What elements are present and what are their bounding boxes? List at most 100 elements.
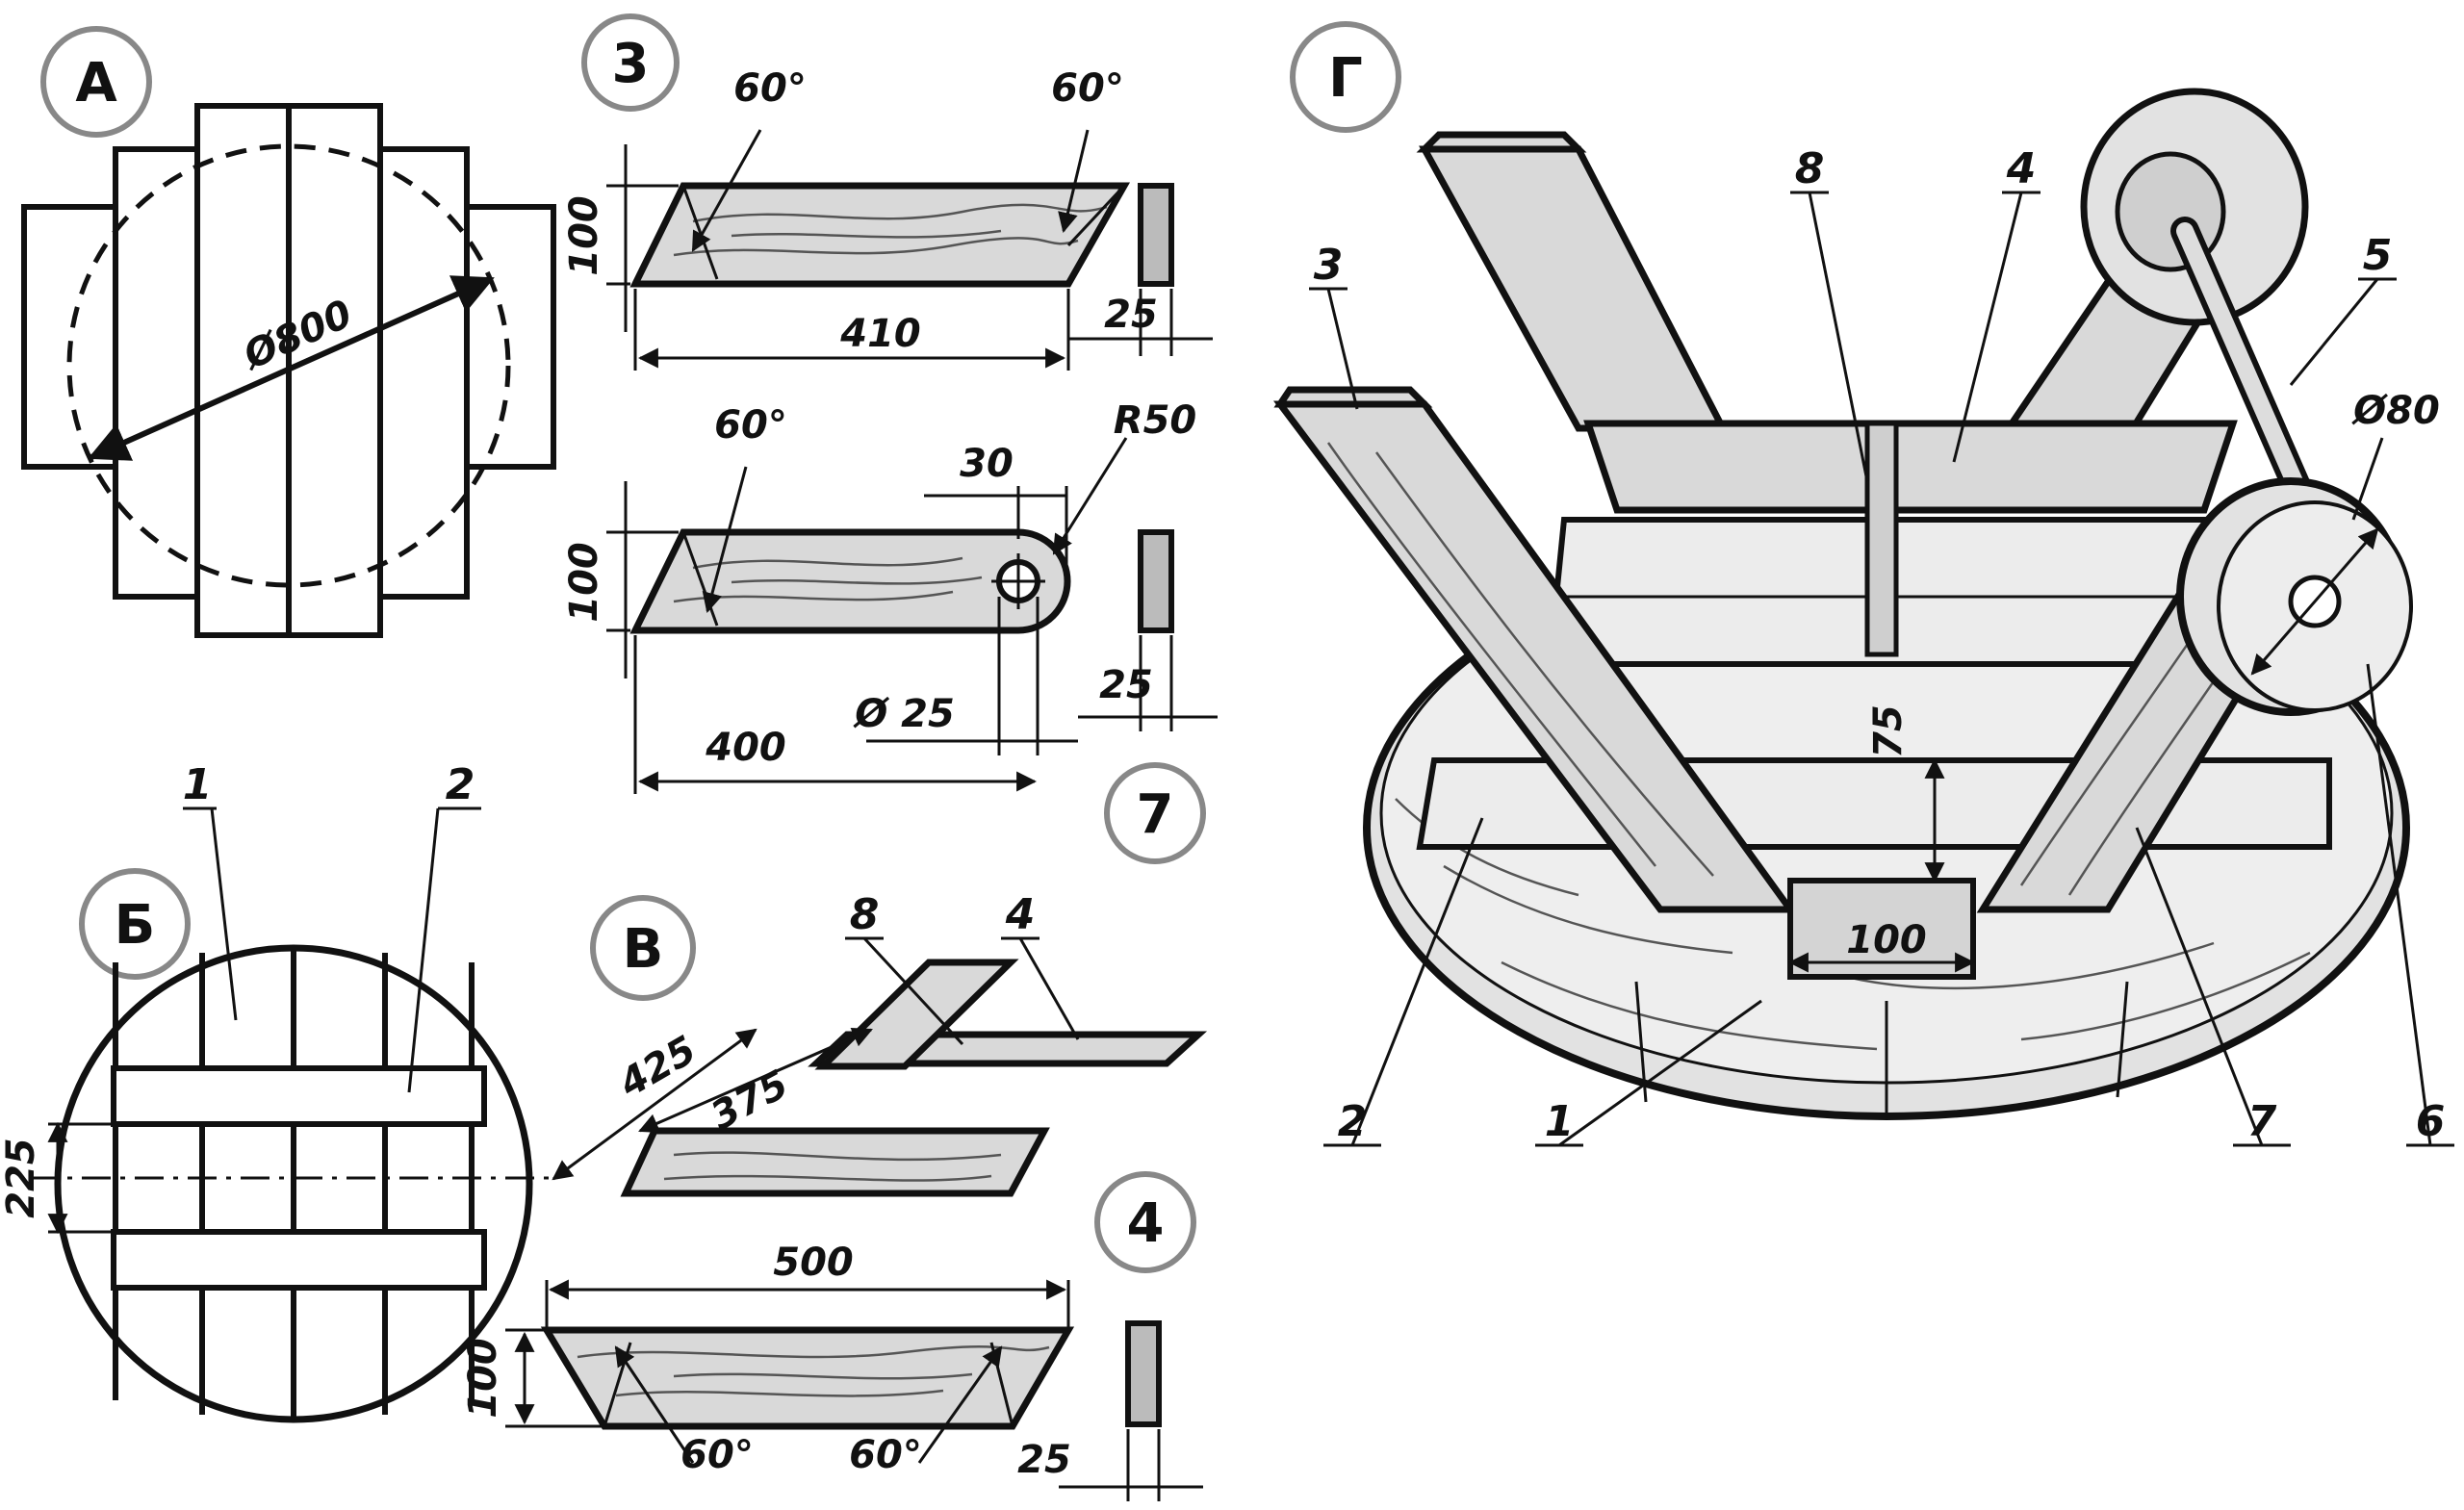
- view-g-wheel-diameter: Ø80: [2351, 389, 2440, 433]
- part-3-number-circle: [581, 13, 680, 112]
- part-4-angle-left-leader: [614, 1345, 695, 1464]
- board-a-4: [286, 103, 383, 638]
- board-a-1: [21, 204, 118, 470]
- view-v-len-375-line: [638, 1027, 873, 1134]
- part-7-radius: R50: [1114, 398, 1196, 443]
- view-g-perspective: Г Ø80: [1272, 21, 2454, 1147]
- view-v-len-375: 375: [704, 1062, 795, 1139]
- view-b-leader-1: [210, 807, 238, 1021]
- view-g-callout-8: 8: [1795, 144, 1825, 193]
- board-a-6: [464, 204, 556, 470]
- view-v-len-425: 425: [611, 1028, 704, 1107]
- view-b-underside: Б 225 1 2: [0, 760, 549, 1423]
- board-a-2: [113, 146, 200, 600]
- part-7-board: [629, 528, 1071, 634]
- view-v-bottom-batten: [620, 1127, 1050, 1197]
- part-4-drawing: 4 500 100 60° 60° 25: [461, 1171, 1203, 1501]
- view-g-width: 100: [1846, 918, 1927, 962]
- part-3-thickness: 25: [1104, 293, 1158, 337]
- board-a-3: [194, 103, 292, 638]
- diameter-dimension-line: [88, 275, 495, 461]
- view-g-wheel-diameter-line: [2250, 527, 2379, 676]
- part-7-offset: 30: [960, 442, 1014, 486]
- view-b-batten-bottom: [111, 1229, 487, 1291]
- view-b-letter: Б: [115, 894, 156, 957]
- part-7-hole-diameter: Ø 25: [853, 692, 955, 736]
- view-g-leader-2: [1350, 817, 1484, 1146]
- part-4-length: 500: [773, 1241, 854, 1285]
- part-7-length: 400: [705, 726, 786, 770]
- view-g-board-seam-3: [2116, 981, 2129, 1098]
- part-4-board: [540, 1326, 1075, 1430]
- view-g-leader-8: [1808, 192, 1869, 482]
- tabletop-outline-circle: [66, 143, 511, 588]
- part-7-number: 7: [1137, 783, 1174, 846]
- part-4-angle-right-leader: [917, 1345, 1003, 1464]
- view-g-leader-7: [2135, 827, 2264, 1146]
- board-a-5: [377, 146, 470, 600]
- part-4-grain: [577, 1344, 1050, 1397]
- part-3-angle-right: 60°: [1051, 66, 1124, 111]
- part-4-section: [1125, 1320, 1162, 1427]
- part-3-section: [1138, 183, 1174, 287]
- view-g-wheel-diameter-leader: [2351, 437, 2384, 521]
- view-b-batten-top: [111, 1065, 487, 1127]
- view-g-rear-leg-left: [1419, 145, 1729, 432]
- part-4-number-circle: [1094, 1171, 1196, 1273]
- view-g-leader-5: [2289, 278, 2379, 386]
- part-7-angle: 60°: [714, 403, 787, 448]
- part-7-angle-leader: [702, 466, 748, 614]
- view-g-tabletop-grain: [1395, 798, 2311, 1051]
- view-g-leader-6: [2366, 663, 2432, 1146]
- part-4-thickness: 25: [1017, 1438, 1071, 1482]
- view-g-leader-1: [1558, 999, 1762, 1147]
- view-g-callout-5: 5: [2363, 231, 2393, 280]
- view-g-leader-3: [1326, 288, 1359, 410]
- view-g-leader-4: [1952, 192, 2023, 463]
- view-b-leader-2: [407, 807, 440, 1093]
- view-v-cross-assembly: В 425 375 8 4: [552, 890, 1208, 1197]
- view-g-rear-leg-left-top: [1416, 131, 1587, 153]
- part-7-drawing: 60° 30 R50 100 Ø 25 400 25 7: [562, 398, 1218, 864]
- view-v-callout-4: 4: [1005, 890, 1036, 939]
- view-a-letter-circle: [40, 26, 152, 138]
- part-4-height: 100: [461, 1338, 505, 1419]
- part-3-angle-right-leader: [1058, 129, 1090, 234]
- view-g-board-seam-1: [1634, 981, 1648, 1103]
- part-7-thickness: 25: [1099, 663, 1153, 707]
- part-3-length: 410: [839, 312, 921, 356]
- view-v-leader-8: [862, 936, 964, 1046]
- view-g-callout-4: 4: [2006, 144, 2037, 193]
- view-g-callout-7: 7: [2247, 1097, 2277, 1146]
- view-g-callout-1: 1: [1545, 1097, 1575, 1146]
- part-3-number: 3: [612, 33, 650, 95]
- view-v-callout-8: 8: [850, 890, 880, 939]
- view-b-spacing: 225: [0, 1138, 43, 1218]
- part-3-height: 100: [562, 195, 606, 276]
- view-a-letter: А: [75, 52, 117, 115]
- view-b-letter-circle: [79, 868, 191, 980]
- view-v-leader-4: [1018, 937, 1080, 1040]
- part-7-number-circle: [1104, 762, 1206, 864]
- part-4-angle-left: 60°: [680, 1433, 754, 1477]
- view-g-height: 75: [1866, 704, 1911, 758]
- part-3-angle-left-leader: [691, 129, 762, 252]
- view-g-callout-3: 3: [1314, 241, 1344, 290]
- view-g-crossbar: [1583, 420, 2238, 514]
- part-3-board: [629, 182, 1131, 288]
- view-g-letter: Г: [1328, 47, 1363, 110]
- view-g-front-leg-left-grain: [1326, 442, 1714, 877]
- part-4-number: 4: [1127, 1192, 1165, 1255]
- part-7-height: 100: [562, 542, 606, 623]
- view-a-tabletop: А Ø800: [21, 26, 556, 638]
- part-4-angle-right: 60°: [849, 1433, 922, 1477]
- part-7-section: [1138, 529, 1174, 633]
- view-g-brace: [1864, 421, 1899, 657]
- view-v-letter: В: [623, 918, 664, 981]
- part-3-drawing: 3 60° 60° 100 410 25: [562, 13, 1213, 371]
- view-g-callout-2: 2: [1338, 1097, 1368, 1146]
- view-g-letter-circle: [1290, 21, 1401, 133]
- view-g-front-leg-left-top: [1273, 386, 1433, 408]
- view-v-letter-circle: [590, 895, 696, 1001]
